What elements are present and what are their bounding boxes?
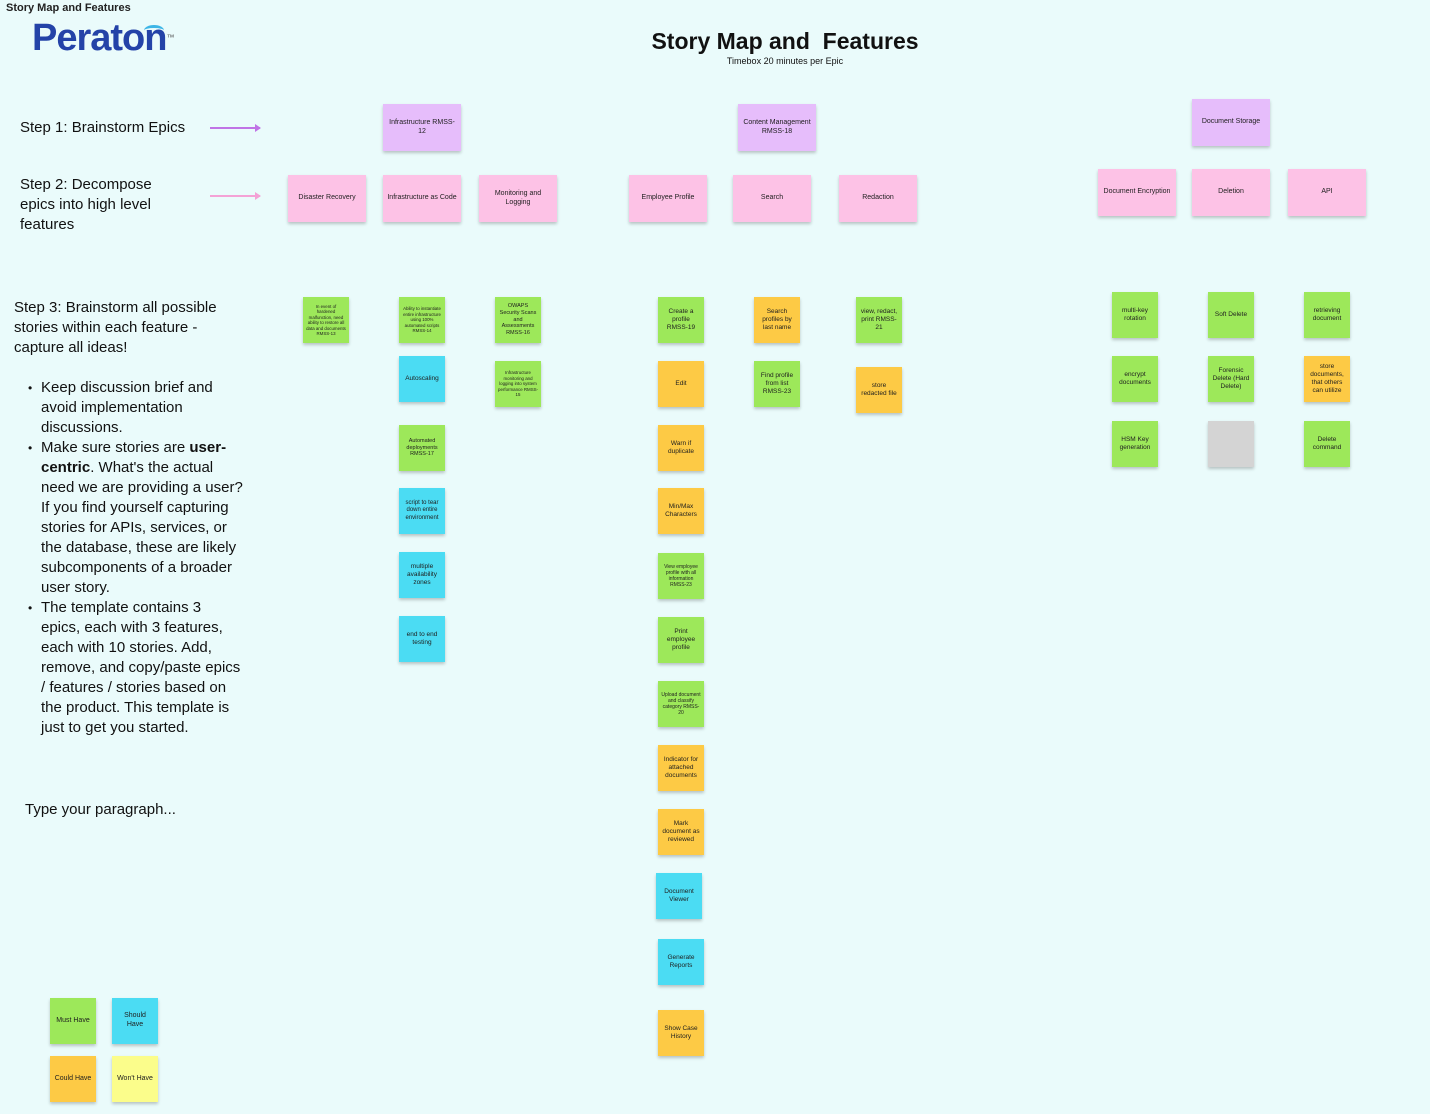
story-tear-down-script[interactable]: script to tear down entire environment — [399, 488, 445, 534]
story-store-documents[interactable]: store documents, that others can utilize — [1304, 356, 1350, 402]
bullet-item: Make sure stories are user-centric. What… — [14, 438, 244, 598]
bullet-text: The template contains 3 epics, each with… — [41, 599, 241, 736]
story-automated-deployments[interactable]: Automated deployments RMSS-17 — [399, 425, 445, 471]
story-create-profile[interactable]: Create a profile RMSS-19 — [658, 297, 704, 343]
feature-search[interactable]: Search — [733, 175, 811, 222]
bullet-text: Keep discussion brief and avoid implemen… — [41, 379, 213, 436]
story-mark-document-reviewed[interactable]: Mark document as reviewed — [658, 809, 704, 855]
story-hsm-key-generation[interactable]: HSM Key generation — [1112, 421, 1158, 467]
board-title[interactable]: Story Map and Features — [651, 28, 919, 54]
step-2-arrow-icon[interactable] — [210, 192, 261, 200]
epic-content-management[interactable]: Content Management RMSS-18 — [738, 104, 816, 151]
bullet-item: The template contains 3 epics, each with… — [14, 598, 244, 738]
story-edit[interactable]: Edit — [658, 361, 704, 407]
story-upload-document[interactable]: Upload document and classify category RM… — [658, 681, 704, 727]
frame-title: Story Map and Features — [6, 2, 131, 14]
bullet-bold-text: user-centric — [41, 439, 227, 476]
story-show-case-history[interactable]: Show Case History — [658, 1010, 704, 1056]
story-search-by-last-name[interactable]: Search profiles by last name — [754, 297, 800, 343]
legend-wont-have[interactable]: Won't Have — [112, 1056, 158, 1102]
peraton-logo: Peraton™ — [32, 16, 174, 60]
feature-api[interactable]: API — [1288, 169, 1366, 216]
story-owaps-security-scans[interactable]: OWAPS Security Scans and Assessments RMS… — [495, 297, 541, 343]
story-instantiate-infrastructure[interactable]: Ability to instantiate entire infrastruc… — [399, 297, 445, 343]
legend-should-have[interactable]: Should Have — [112, 998, 158, 1044]
story-multi-key-rotation[interactable]: multi-key rotation — [1112, 292, 1158, 338]
bullet-text: . What's the actual need we are providin… — [41, 459, 243, 596]
feature-deletion[interactable]: Deletion — [1192, 169, 1270, 216]
step-1-text[interactable]: Step 1: Brainstorm Epics — [20, 119, 186, 136]
step-2-text[interactable]: Step 2: Decompose epics into high level … — [20, 176, 152, 233]
story-store-redacted-file[interactable]: store redacted file — [856, 367, 902, 413]
logo-trademark: ™ — [166, 33, 175, 42]
story-document-viewer[interactable]: Document Viewer — [656, 873, 702, 919]
feature-monitoring-and-logging[interactable]: Monitoring and Logging — [479, 175, 557, 222]
story-view-employee-profile[interactable]: View employee profile with all informati… — [658, 553, 704, 599]
story-delete-command[interactable]: Delete command — [1304, 421, 1350, 467]
story-attached-documents-indicator[interactable]: Indicator for attached documents — [658, 745, 704, 791]
story-print-employee-profile[interactable]: Print employee profile — [658, 617, 704, 663]
story-infrastructure-monitoring[interactable]: Infrastructure monitoring and logging in… — [495, 361, 541, 407]
story-restore-data[interactable]: In event of hardened malfunction, need a… — [303, 297, 349, 343]
board-subtitle[interactable]: Timebox 20 minutes per Epic — [726, 56, 844, 66]
bullet-item: Keep discussion brief and avoid implemen… — [14, 378, 244, 438]
bullet-text: Make sure stories are — [41, 439, 190, 456]
feature-document-encryption[interactable]: Document Encryption — [1098, 169, 1176, 216]
story-view-redact-print[interactable]: view, redact, print RMSS-21 — [856, 297, 902, 343]
legend-must-have[interactable]: Must Have — [50, 998, 96, 1044]
story-min-max-characters[interactable]: Min/Max Characters — [658, 488, 704, 534]
paragraph-placeholder[interactable]: Type your paragraph... — [25, 801, 176, 818]
logo-swoosh-icon — [144, 25, 164, 36]
story-autoscaling[interactable]: Autoscaling — [399, 356, 445, 402]
story-soft-delete[interactable]: Soft Delete — [1208, 292, 1254, 338]
story-empty-note[interactable] — [1208, 421, 1254, 467]
feature-redaction[interactable]: Redaction — [839, 175, 917, 222]
legend-could-have[interactable]: Could Have — [50, 1056, 96, 1102]
story-warn-if-duplicate[interactable]: Warn if duplicate — [658, 425, 704, 471]
feature-disaster-recovery[interactable]: Disaster Recovery — [288, 175, 366, 222]
step-1-arrow-icon[interactable] — [210, 124, 261, 132]
story-encrypt-documents[interactable]: encrypt documents — [1112, 356, 1158, 402]
logo-text: Peraton — [32, 17, 167, 59]
epic-infrastructure[interactable]: Infrastructure RMSS-12 — [383, 104, 461, 151]
step-3-text[interactable]: Step 3: Brainstorm all possible stories … — [14, 299, 217, 356]
story-find-profile-from-list[interactable]: Find profile from list RMSS-23 — [754, 361, 800, 407]
step-3-bullets[interactable]: Keep discussion brief and avoid implemen… — [14, 378, 244, 738]
story-forensic-delete[interactable]: Forensic Delete (Hard Delete) — [1208, 356, 1254, 402]
feature-employee-profile[interactable]: Employee Profile — [629, 175, 707, 222]
story-end-to-end-testing[interactable]: end to end testing — [399, 616, 445, 662]
feature-infrastructure-as-code[interactable]: Infrastructure as Code — [383, 175, 461, 222]
epic-document-storage[interactable]: Document Storage — [1192, 99, 1270, 146]
story-availability-zones[interactable]: multiple availability zones — [399, 552, 445, 598]
story-generate-reports[interactable]: Generate Reports — [658, 939, 704, 985]
story-retrieving-document[interactable]: retrieving document — [1304, 292, 1350, 338]
